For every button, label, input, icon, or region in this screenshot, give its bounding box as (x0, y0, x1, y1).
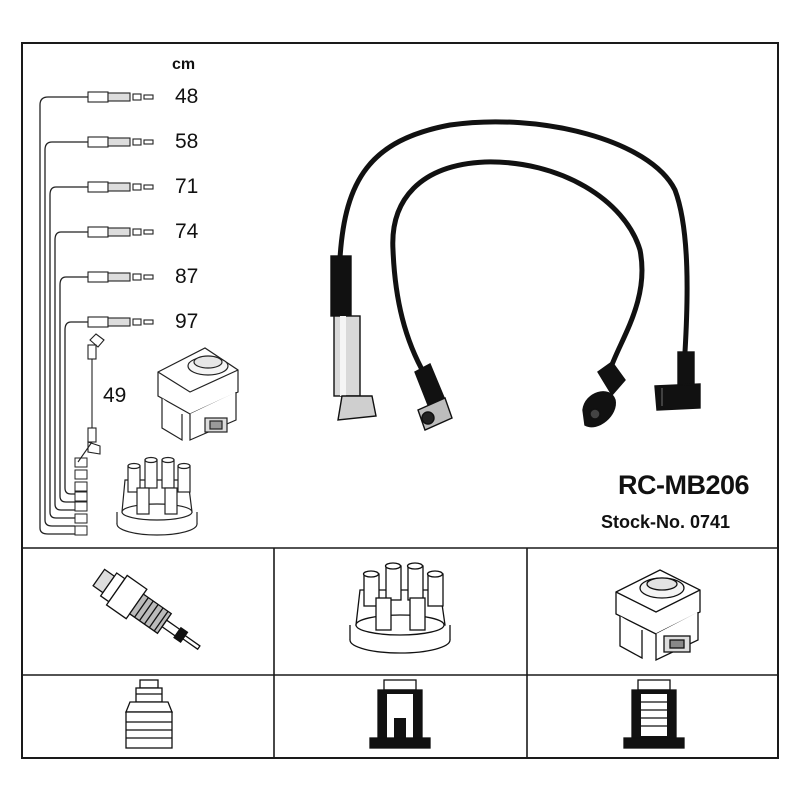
distributor-terminals (74, 457, 88, 536)
stock-number: Stock-No. 0741 (601, 512, 731, 532)
length-label-1: 48 (175, 85, 199, 108)
ignition-coil-small (157, 347, 239, 442)
model-number: RC-MB206 (618, 470, 750, 500)
plug-boot-angled (414, 363, 453, 431)
outer-frame (21, 42, 779, 759)
length-label-2: 58 (175, 130, 199, 153)
distributor-cap-small (116, 456, 198, 536)
distributor-terminal-icon (369, 679, 431, 749)
ignition-leads-large (337, 119, 690, 378)
ignition-coil-icon (615, 569, 701, 662)
distributor-cap-icon (349, 562, 451, 654)
coil-boot-angled (582, 361, 626, 428)
coil-terminal-icon (623, 679, 685, 749)
length-label-3: 71 (175, 175, 199, 198)
unit-label: cm (172, 56, 196, 73)
length-label-4: 74 (175, 220, 199, 243)
lead-bundle (39, 96, 88, 535)
lead-connectors (87, 91, 154, 328)
coil-lead-length: 49 (103, 384, 127, 407)
coil-lead (77, 333, 105, 463)
length-label-6: 97 (175, 310, 199, 333)
length-label-5: 87 (175, 265, 199, 288)
coil-boot-right (654, 351, 701, 411)
spark-plug-icon (92, 568, 201, 651)
plug-boot-straight (330, 255, 377, 421)
plug-terminal-icon (125, 679, 173, 749)
